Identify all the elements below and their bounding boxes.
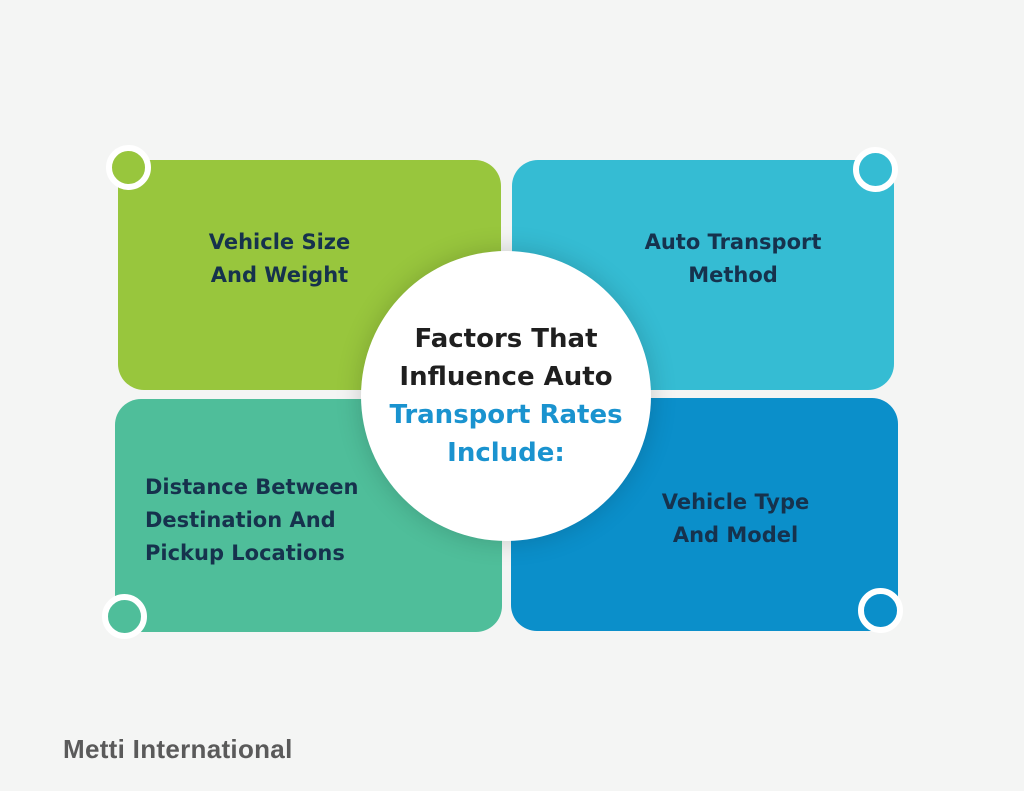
brand-name: Metti International xyxy=(63,734,293,764)
center-title-line-accent: Include: xyxy=(447,438,565,468)
corner-dot-icon xyxy=(858,588,903,633)
center-title-circle: Factors That Influence Auto Transport Ra… xyxy=(361,251,651,541)
corner-dot-icon xyxy=(106,145,151,190)
corner-dot-icon xyxy=(102,594,147,639)
center-title-line-accent: Transport Rates xyxy=(389,400,623,430)
factor-label: Vehicle Type And Model xyxy=(661,489,810,547)
factor-label: Distance Between Destination And Pickup … xyxy=(145,475,359,565)
corner-dot-icon xyxy=(853,147,898,192)
factor-label: Auto Transport Method xyxy=(644,229,822,287)
factor-label: Vehicle Size And Weight xyxy=(208,229,351,287)
center-title-line: Factors That xyxy=(414,324,598,354)
center-title-line: Influence Auto xyxy=(399,362,613,392)
